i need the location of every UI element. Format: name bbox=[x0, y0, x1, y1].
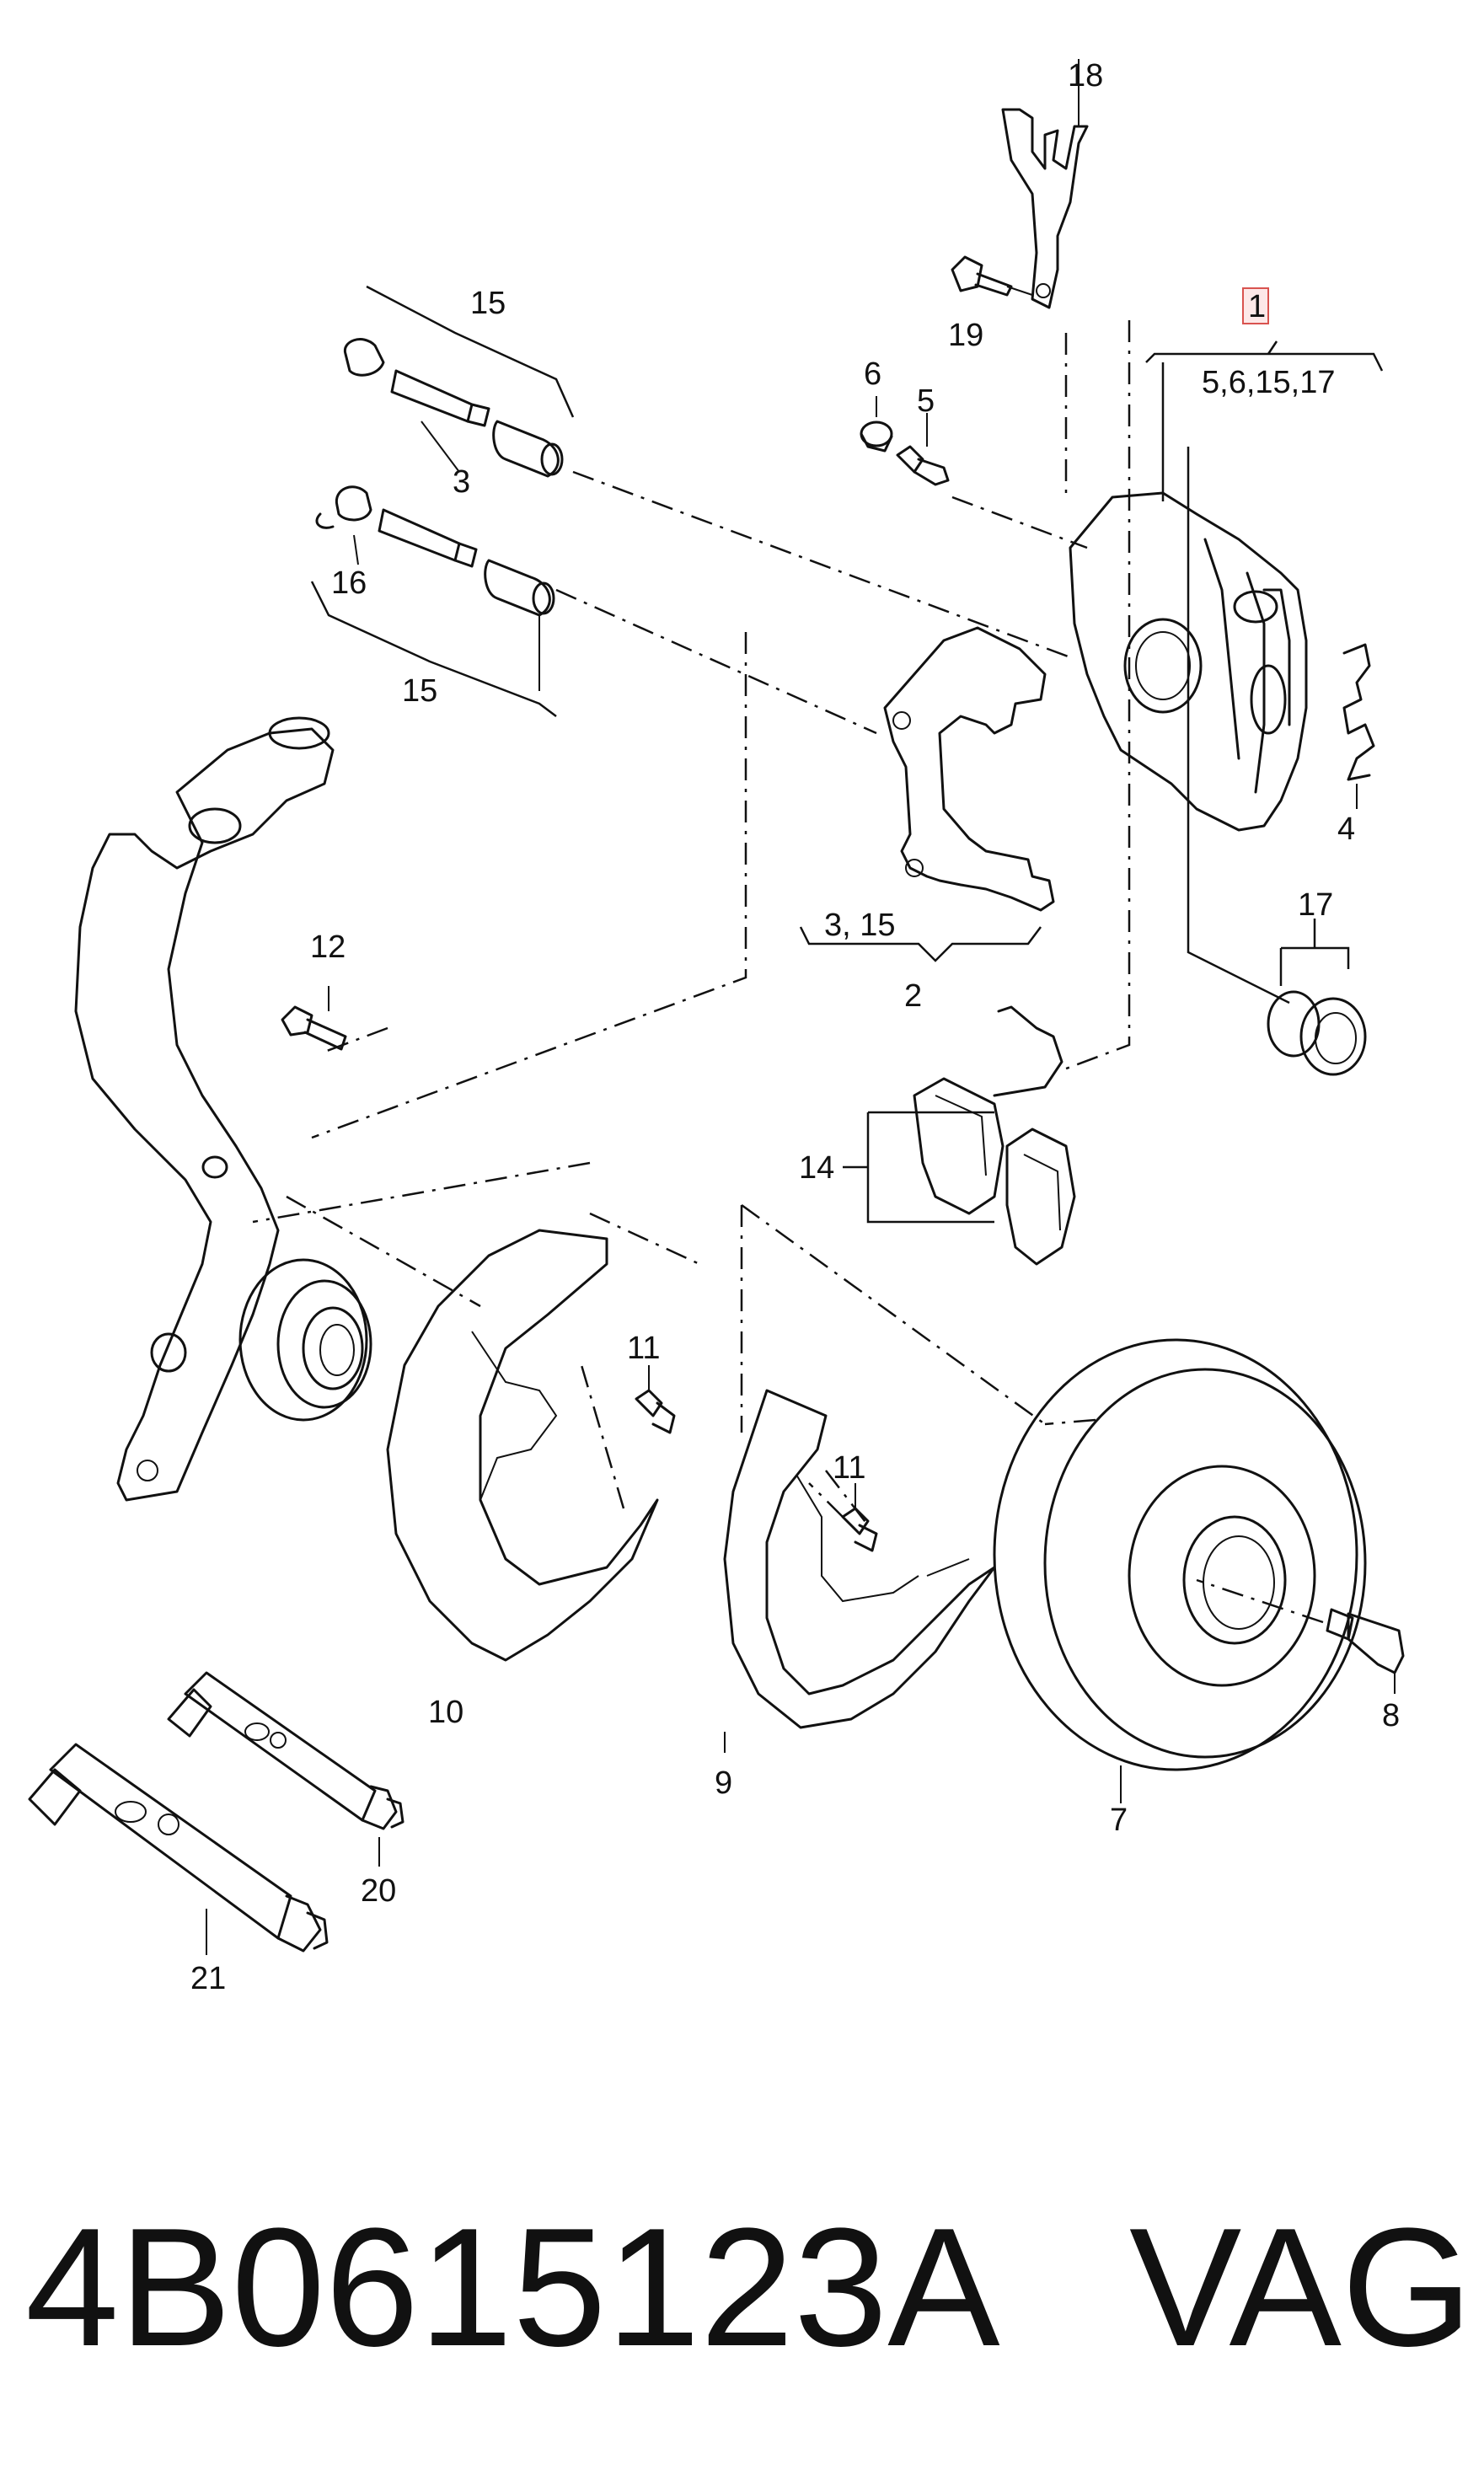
label-3: 3 bbox=[453, 464, 470, 500]
part-10-dust-shield bbox=[386, 1229, 659, 1662]
part-9-splash-guard bbox=[723, 1389, 996, 1753]
label-12: 12 bbox=[310, 929, 346, 965]
label-15-upper: 15 bbox=[470, 286, 506, 321]
part-14-brake-pads bbox=[913, 1005, 1076, 1266]
part-17-seal-kit bbox=[1267, 990, 1367, 1076]
label-14: 14 bbox=[799, 1150, 834, 1186]
part-19-bolt bbox=[951, 255, 1033, 297]
part-8-disc-screw bbox=[1326, 1608, 1405, 1694]
leader-lines bbox=[252, 320, 1324, 1624]
part-4-spring-clip bbox=[1342, 643, 1375, 809]
part-21-grease-tube bbox=[28, 1743, 329, 1955]
part-3-guide-pin-upper bbox=[343, 338, 564, 478]
label-2: 2 bbox=[904, 978, 922, 1014]
label-8: 8 bbox=[1382, 1698, 1400, 1733]
label-16: 16 bbox=[331, 565, 367, 601]
label-11-a: 11 bbox=[627, 1331, 660, 1366]
label-10: 10 bbox=[428, 1695, 463, 1730]
part-18-bracket bbox=[1001, 59, 1089, 309]
part-number-footer: 4B0615123A VAG bbox=[25, 2178, 1473, 2397]
wheel-hub bbox=[238, 1258, 372, 1422]
part-2-caliper-carrier bbox=[883, 626, 1055, 912]
label-20: 20 bbox=[361, 1873, 396, 1909]
part-number: 4B0615123A bbox=[25, 2194, 1000, 2381]
part-5-bleeder-screw bbox=[896, 413, 950, 486]
part-12-bolt bbox=[281, 986, 347, 1051]
part-11-bolt-a bbox=[635, 1365, 676, 1434]
brand-name: VAG bbox=[1129, 2194, 1473, 2381]
part-7-brake-disc bbox=[993, 1338, 1367, 1803]
part-11-bolt-b bbox=[841, 1483, 878, 1552]
group-brackets bbox=[310, 285, 1384, 1224]
label-1-group: 5,6,15,17 bbox=[1202, 365, 1335, 400]
part-labels: 18 19 1 5,6,15,17 15 6 5 3 16 15 4 3, 15… bbox=[190, 58, 1400, 1996]
label-9: 9 bbox=[715, 1765, 732, 1801]
label-15-lower: 15 bbox=[402, 673, 437, 709]
label-18: 18 bbox=[1068, 58, 1103, 94]
steering-knuckle bbox=[74, 716, 335, 1502]
label-19: 19 bbox=[948, 318, 983, 353]
part-1-brake-caliper bbox=[1069, 491, 1308, 832]
label-4: 4 bbox=[1337, 812, 1355, 847]
label-1: 1 bbox=[1248, 289, 1266, 324]
label-11-b: 11 bbox=[833, 1450, 865, 1486]
part-16-guide-pin-lower bbox=[315, 421, 555, 691]
part-6-cap bbox=[860, 396, 893, 453]
highlight-box-item-1 bbox=[1242, 287, 1269, 324]
label-21: 21 bbox=[190, 1961, 226, 1996]
label-3-15: 3, 15 bbox=[824, 908, 896, 943]
part-20-grease-tube bbox=[167, 1671, 404, 1867]
label-5: 5 bbox=[917, 383, 935, 419]
label-6: 6 bbox=[864, 356, 881, 392]
label-7: 7 bbox=[1110, 1803, 1128, 1838]
label-17: 17 bbox=[1298, 887, 1333, 923]
